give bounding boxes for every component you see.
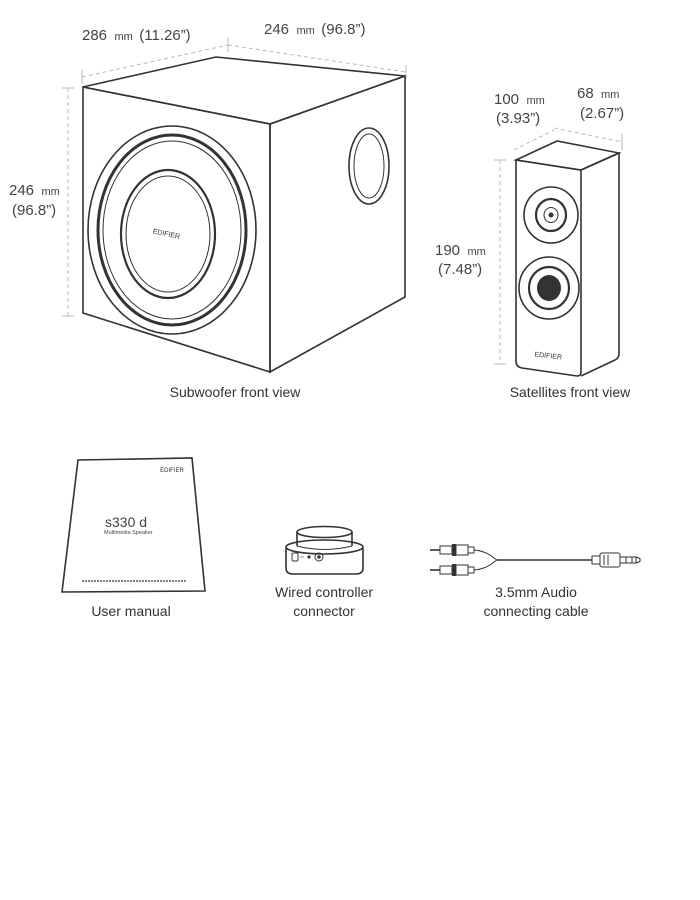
manual-brand: EDIFIER	[160, 468, 184, 474]
manual-model: s330 d	[105, 514, 147, 530]
woofer-outer-ring	[87, 125, 257, 335]
satellite-width-guide	[553, 127, 623, 143]
woofer-surround	[96, 133, 248, 327]
controller-base-top	[285, 539, 364, 555]
satellite-width-inch: (2.67”)	[580, 105, 624, 122]
satellite-diagram: EDIFIER 100 mm (3.93”) 68 mm (2.67”) 190…	[435, 85, 631, 400]
cable-wire-top	[473, 549, 498, 561]
woofer-cone	[119, 168, 217, 300]
satellite-depth-guide	[513, 129, 555, 151]
subwoofer-depth-guide	[81, 44, 229, 78]
satellite-woofer-cone	[537, 275, 561, 301]
jack-3-5mm-plug	[591, 552, 641, 568]
subwoofer-width-label: 246 mm (96.8”)	[264, 21, 365, 38]
woofer-cone-inner	[125, 175, 211, 293]
rca-plug-bottom	[430, 564, 475, 576]
wired-controller-diagram: Wired controller connector	[275, 525, 373, 619]
subwoofer-brand-logo: EDIFIER	[152, 228, 180, 241]
subwoofer-width-guide	[227, 44, 407, 73]
subwoofer-depth-label: 286 mm (11.26”)	[82, 27, 191, 44]
manual-subtitle: Multimedia Speaker	[104, 530, 153, 536]
subwoofer-side-face	[269, 74, 406, 374]
cable-caption-line2: connecting cable	[483, 603, 588, 619]
satellite-tweeter-center	[548, 212, 554, 218]
satellite-side-face	[580, 151, 620, 377]
controller-knob-top	[296, 525, 353, 539]
subwoofer-side-port-inner	[353, 133, 385, 199]
satellite-height-inch: (7.48”)	[438, 261, 482, 278]
satellite-front-face	[515, 159, 582, 377]
subwoofer-caption: Subwoofer front view	[170, 384, 302, 400]
satellite-tweeter	[534, 197, 568, 233]
rca-plug-top	[430, 544, 475, 556]
audio-cable-diagram: 3.5mm Audio connecting cable	[430, 544, 641, 619]
user-manual-diagram: EDIFIER s330 d Multimedia Speaker User m…	[61, 457, 206, 619]
controller-led	[307, 555, 311, 559]
manual-cover	[61, 457, 206, 593]
subwoofer-diagram: EDIFIER 286 mm (11.26”) 246 mm (96.8”) 2…	[9, 21, 407, 400]
manual-caption: User manual	[91, 603, 170, 619]
controller-port-icon	[291, 552, 299, 562]
satellite-tweeter-dome	[543, 207, 559, 223]
satellite-height-label: 190 mm	[435, 242, 486, 259]
satellite-brand-logo: EDIFIER	[534, 352, 562, 362]
controller-knob-bottom	[296, 545, 353, 550]
satellite-woofer	[527, 265, 571, 311]
controller-jack	[314, 552, 324, 562]
controller-knob-sides	[296, 532, 353, 546]
satellite-tweeter-plate	[523, 186, 579, 244]
controller-caption-line1: Wired controller	[275, 584, 373, 600]
satellite-depth-label: 100 mm	[494, 91, 545, 108]
satellite-width-label: 68 mm	[577, 85, 619, 102]
subwoofer-front-face	[82, 86, 271, 374]
subwoofer-height-label: 246 mm	[9, 182, 60, 199]
satellite-top-face	[513, 140, 622, 171]
subwoofer-side-port	[348, 127, 390, 205]
subwoofer-height-inch: (96.8”)	[12, 202, 56, 219]
subwoofer-top-face	[82, 56, 406, 125]
cable-caption-line1: 3.5mm Audio	[495, 584, 577, 600]
satellites-caption: Satellites front view	[510, 384, 631, 400]
controller-caption-line2: connector	[293, 603, 355, 619]
woofer-surround-inner	[102, 140, 242, 320]
satellite-woofer-plate	[518, 256, 580, 320]
controller-jack-hole	[317, 555, 321, 559]
cable-wire-bottom	[473, 559, 498, 571]
satellite-depth-inch: (3.93”)	[496, 110, 540, 127]
controller-base	[285, 548, 364, 575]
